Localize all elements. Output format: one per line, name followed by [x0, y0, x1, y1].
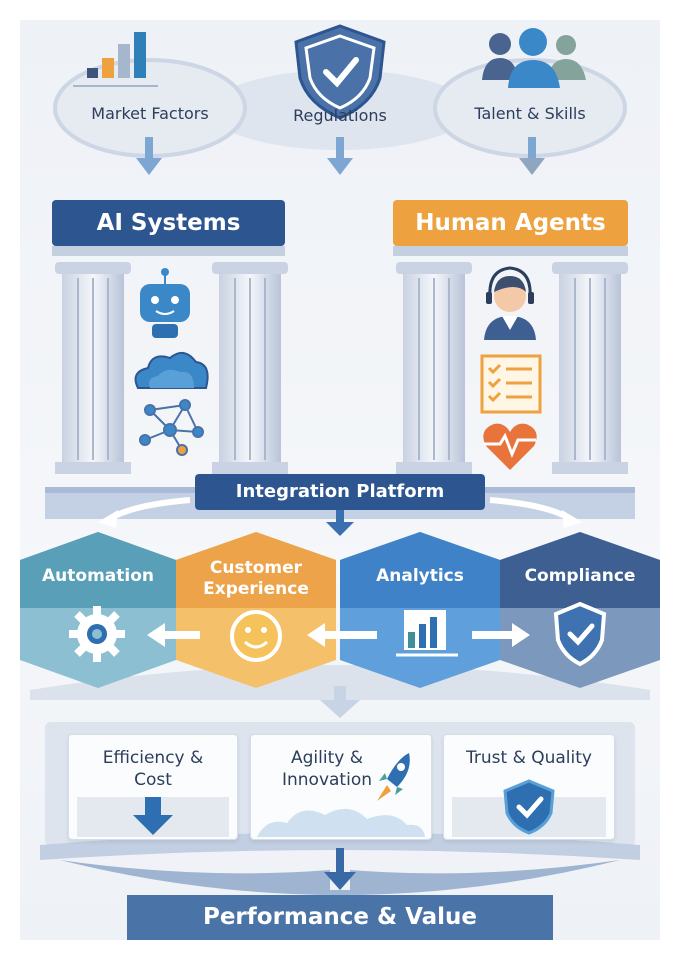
performance-value-banner: Performance & Value — [127, 895, 553, 940]
shield-check-icon — [503, 779, 555, 835]
outcome-trust-title: Trust & Quality — [466, 748, 592, 768]
input-arrows — [136, 137, 545, 175]
outcome-card-trust: Trust & Quality — [443, 734, 615, 840]
ai-systems-banner: AI Systems — [52, 200, 285, 246]
outcome-efficiency-title: Efficiency & Cost — [102, 748, 204, 790]
down-arrow-icon — [320, 686, 360, 718]
capability-automation-title: Automation — [42, 566, 154, 586]
hex-shadow — [30, 665, 650, 700]
headset-agent-icon — [484, 266, 536, 340]
shield-check-icon — [294, 24, 386, 120]
integration-platform-banner: Integration Platform — [195, 474, 485, 510]
shield-check-icon — [553, 601, 607, 667]
human-agents-banner: Human Agents — [393, 200, 628, 246]
result-funnel — [60, 860, 620, 895]
rocket-icon — [377, 753, 410, 801]
heart-pulse-icon — [483, 423, 537, 470]
robot-icon — [140, 268, 190, 338]
market-factors-label: Market Factors — [91, 104, 209, 123]
smiley-icon — [230, 610, 282, 662]
capability-analytics-title: Analytics — [376, 566, 464, 586]
network-icon — [139, 399, 204, 456]
talent-skills-label: Talent & Skills — [474, 104, 586, 123]
regulations-label: Regulations — [293, 106, 387, 125]
checklist-icon — [480, 354, 542, 414]
cloud-icon — [134, 351, 209, 389]
cloud-icon — [257, 808, 425, 837]
gear-icon — [69, 606, 125, 662]
down-arrow-icon — [133, 797, 173, 835]
flow-arrows — [147, 623, 530, 647]
outcome-agility-title: Agility & Innovation — [281, 748, 372, 790]
people-icon — [482, 28, 586, 88]
outcome-card-agility: Agility & Innovation — [250, 734, 432, 840]
capability-customer-experience-title: Customer Experience — [203, 558, 309, 599]
outcome-card-efficiency: Efficiency & Cost — [68, 734, 238, 840]
bar-chart-icon — [73, 32, 158, 87]
bar-chart-icon — [396, 610, 458, 657]
capability-compliance-title: Compliance — [524, 566, 636, 586]
pillars — [52, 246, 628, 474]
